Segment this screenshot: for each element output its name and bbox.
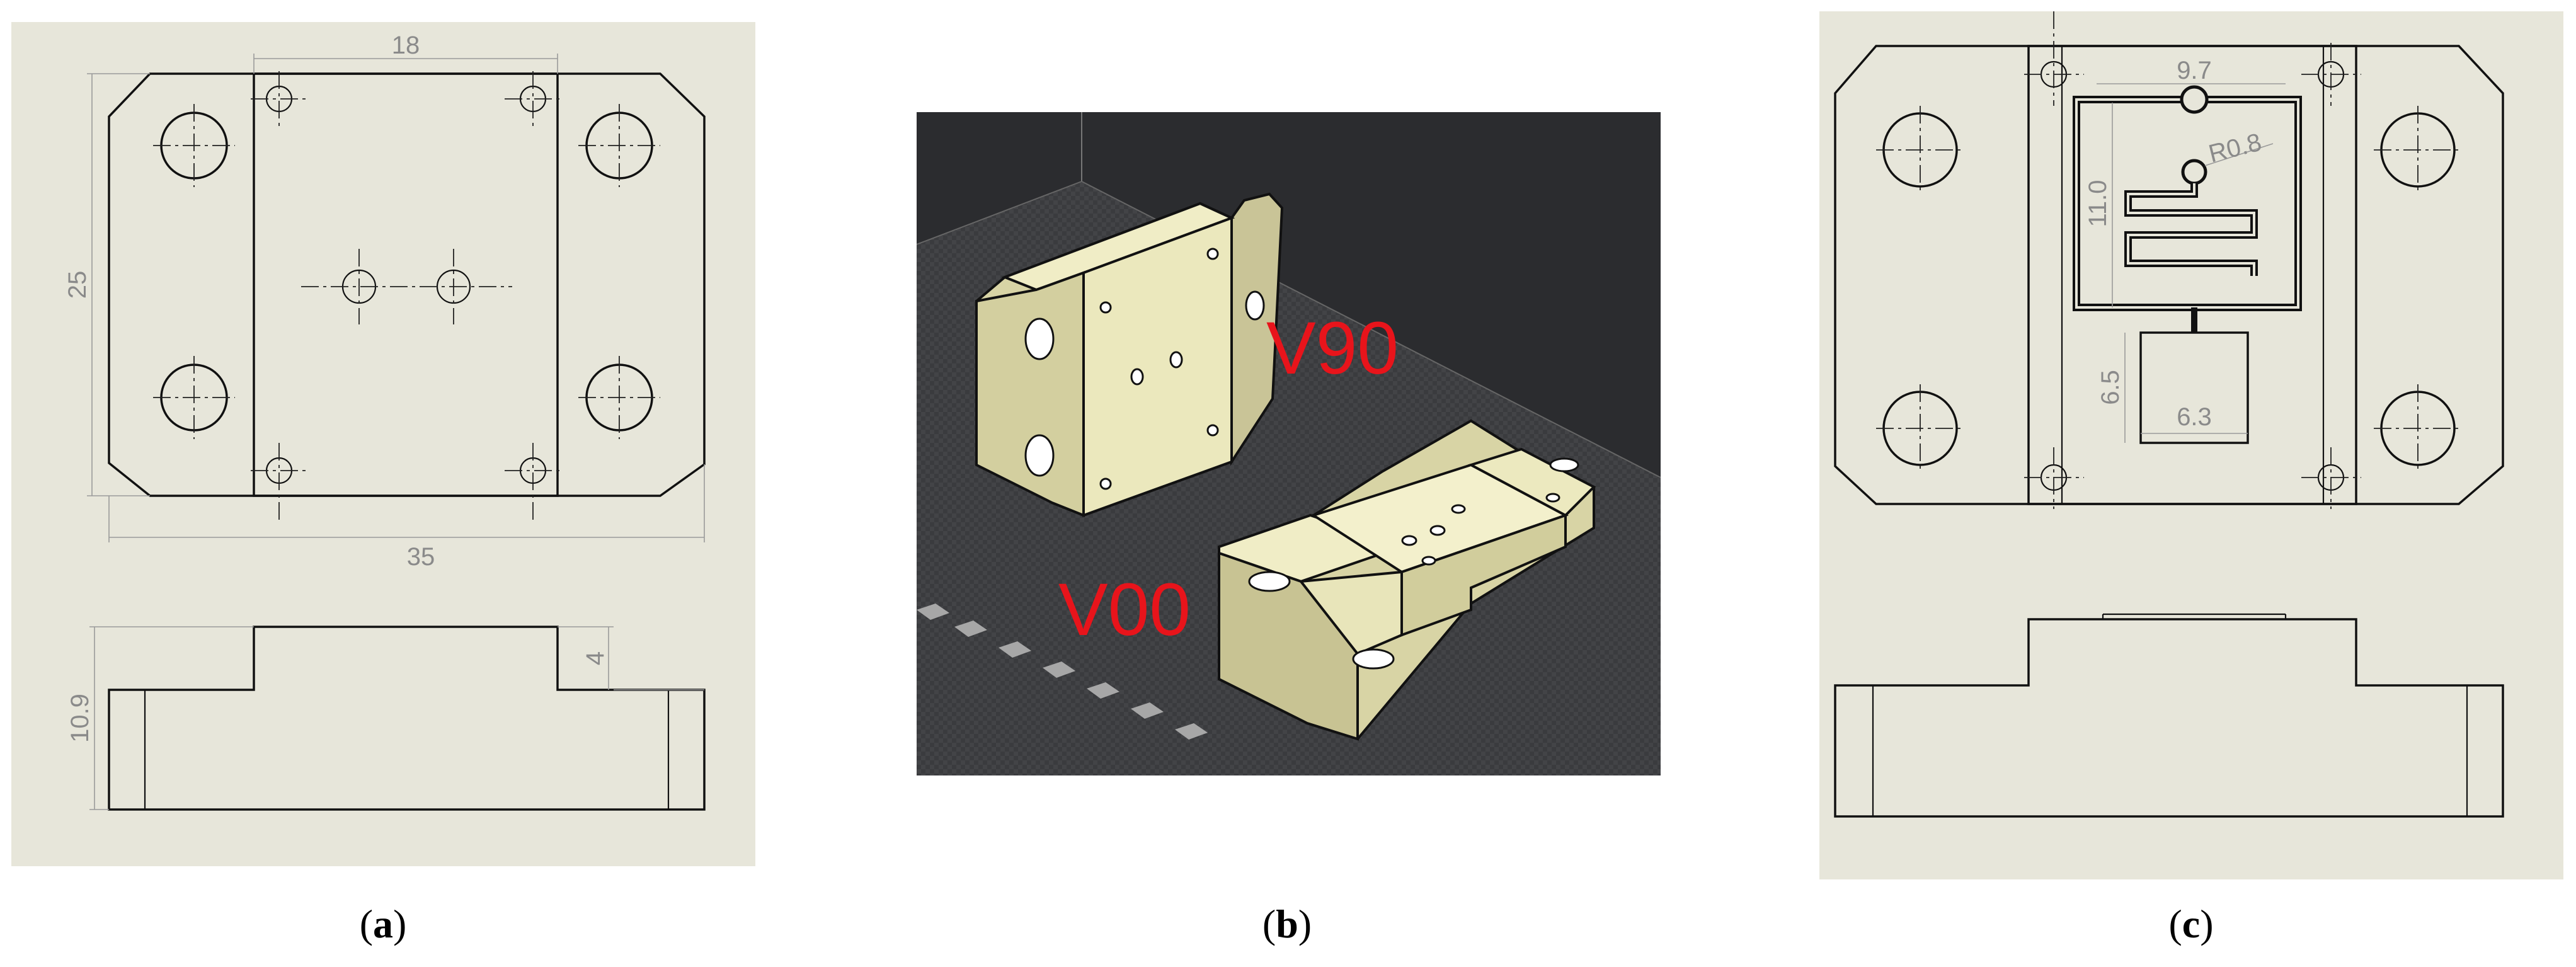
dim-thickness: 10.9 <box>66 694 94 743</box>
dim-top-width: 18 <box>392 31 420 59</box>
raised-block-outline-c <box>2027 45 2357 505</box>
caption-b: (b) <box>1262 901 1312 946</box>
drawing-panel-a: 18 25 35 10.9 4 <box>11 22 755 866</box>
dim-pad-height: 6.5 <box>2097 370 2124 405</box>
plate-outline-c <box>1834 45 2504 505</box>
dim-radius: R0.8 <box>2206 129 2265 168</box>
dimension-lines-a <box>87 54 705 542</box>
centerlines-a <box>153 71 660 520</box>
drawing-c-svg: 9.7 R0.8 11.0 6.5 6.3 <box>1834 11 2504 818</box>
bed-left-edge <box>917 181 1082 245</box>
dimension-lines-side-a <box>89 626 704 810</box>
render-b-svg: V90 V00 <box>917 112 1661 775</box>
label-v90: V90 <box>1266 307 1399 390</box>
raised-block-outline <box>253 72 559 497</box>
part-v90 <box>975 192 1284 517</box>
dim-width: 35 <box>407 543 435 571</box>
dim-pad-width: 6.3 <box>2177 403 2212 431</box>
bed-markers <box>917 604 1208 740</box>
render-panel-b: V90 V00 <box>917 112 1661 775</box>
side-view-outline <box>108 626 706 811</box>
centerlines-c <box>1876 11 2462 509</box>
caption-a: (a) <box>359 901 407 946</box>
plate-outline <box>108 72 706 497</box>
caption-c: (c) <box>2168 901 2214 946</box>
channel-frame <box>2073 85 2302 333</box>
dimension-lines-c <box>2097 83 2286 443</box>
dim-step: 4 <box>581 651 609 665</box>
drawing-a-svg: 18 25 35 10.9 4 <box>64 31 706 811</box>
side-view-outline-c <box>1834 618 2504 818</box>
contact-pad <box>2139 331 2249 444</box>
dim-channel-width: 9.7 <box>2177 57 2212 84</box>
drawing-panel-c: 9.7 R0.8 11.0 6.5 6.3 <box>1819 11 2563 879</box>
part-v00 <box>1218 419 1596 741</box>
dim-height: 25 <box>64 271 91 299</box>
dim-channel-height: 11.0 <box>2084 180 2112 227</box>
label-v00: V00 <box>1058 568 1191 651</box>
